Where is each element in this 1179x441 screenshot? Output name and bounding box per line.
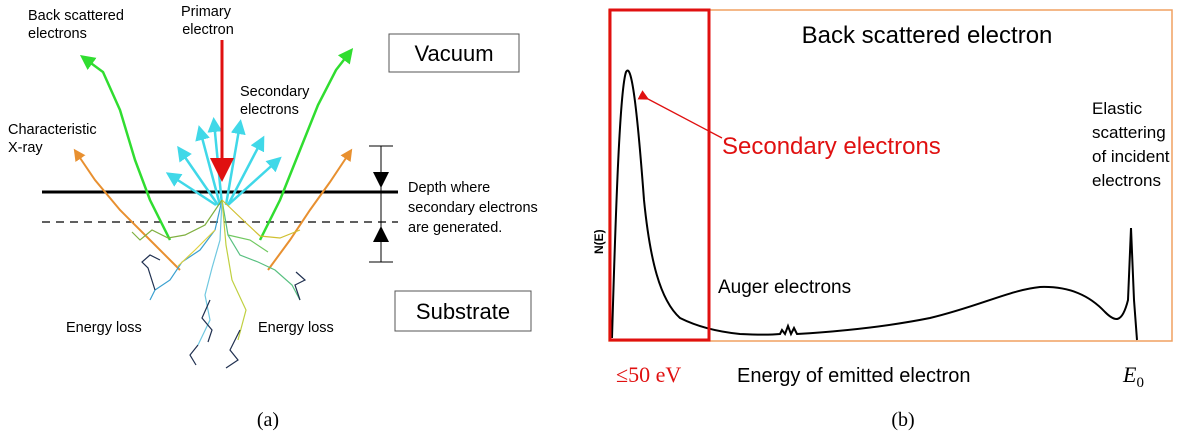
substrate-label: Substrate	[416, 299, 510, 324]
backscatter-arrows	[79, 48, 354, 241]
primary-electron-label: Primary electron	[181, 4, 235, 38]
plot-title: Back scattered electron	[802, 22, 1053, 49]
panel-a: Back scattered electrons Primary electro…	[8, 4, 542, 431]
x-axis-label: Energy of emitted electron	[737, 365, 970, 387]
characteristic-xray-label: Characteristic X-ray	[8, 122, 101, 156]
low-energy-label: ≤50 eV	[616, 362, 681, 387]
caption-a: (a)	[257, 409, 279, 431]
depth-label: Depth where secondary electrons are gene…	[408, 180, 542, 236]
caption-b: (b)	[891, 409, 914, 431]
y-axis-label: N(E)	[592, 229, 606, 254]
secondary-pointer-arrow	[637, 90, 723, 139]
panel-b: Back scattered electron N(E) Secondary e…	[592, 8, 1174, 431]
secondary-region-box	[608, 8, 711, 342]
secondary-electrons-label: Secondary electrons	[240, 84, 313, 118]
secondary-electrons-label-b: Secondary electrons	[722, 133, 941, 160]
depth-indicator	[369, 145, 393, 263]
elastic-label: Elastic scattering of incident electrons	[1092, 99, 1174, 190]
xray-arrows	[73, 148, 353, 271]
vacuum-label: Vacuum	[414, 41, 493, 66]
e0-label: E0	[1122, 362, 1144, 391]
electron-trajectories	[131, 199, 307, 369]
energy-loss-left-label: Energy loss	[66, 320, 142, 336]
energy-loss-right-label: Energy loss	[258, 320, 334, 336]
energy-distribution-curve	[611, 69, 1138, 341]
back-scattered-label: Back scattered electrons	[28, 8, 128, 42]
substrate-box	[394, 290, 532, 332]
plot-frame	[608, 9, 1173, 342]
vacuum-box	[388, 33, 520, 73]
auger-label: Auger electrons	[718, 277, 851, 298]
